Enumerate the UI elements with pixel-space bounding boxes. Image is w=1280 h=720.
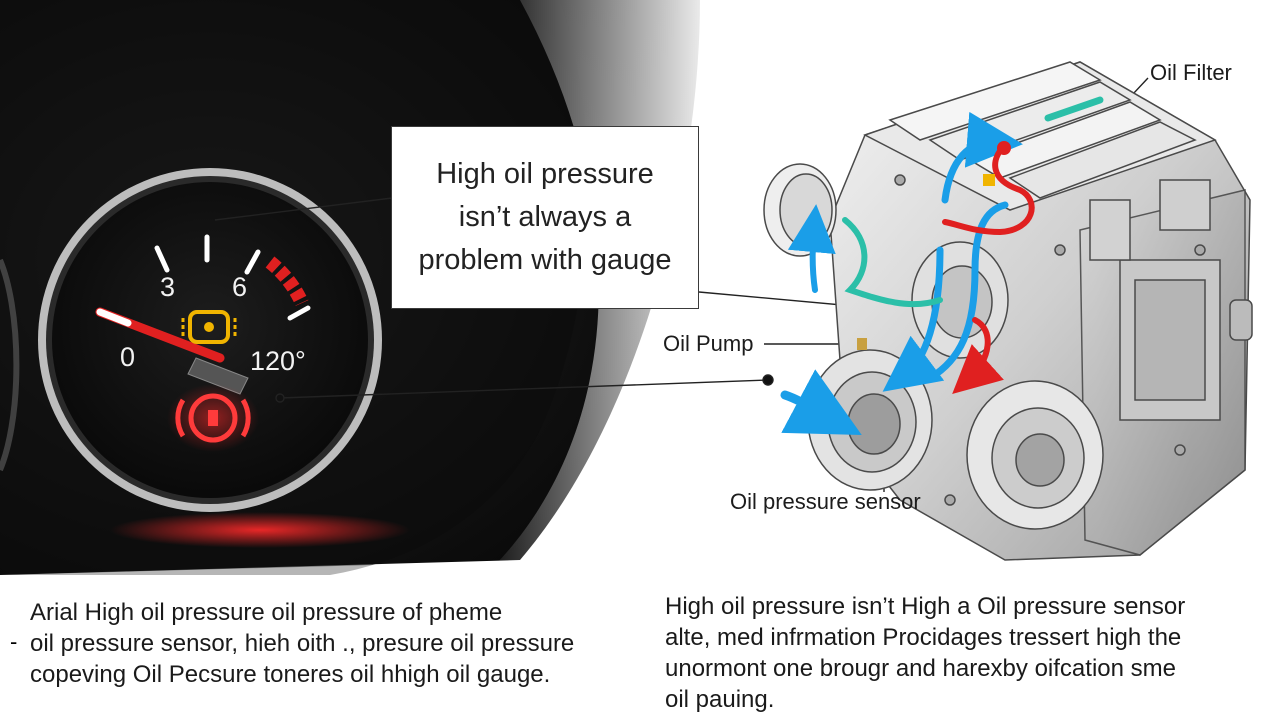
- caption-right-line: alte, med infrmation Procidages tressert…: [665, 624, 1182, 651]
- gauge-tick-6: 6: [232, 272, 247, 302]
- caption-right-line: oil pauing.: [665, 686, 775, 713]
- callout-text: High oil pressure isn’t always a problem…: [400, 153, 690, 282]
- callout-line: isn’t always a: [458, 201, 632, 233]
- gauge-tick-120: 120°: [250, 346, 306, 376]
- oil-filter-label: Oil Filter: [1150, 60, 1232, 85]
- brake-warning-red-icon: [167, 384, 259, 452]
- callout-box: High oil pressure isn’t always a problem…: [391, 126, 699, 309]
- oil-warning-amber-icon: [181, 310, 237, 344]
- caption-left-line: copeving Oil Pecsure toneres oil hhigh o…: [30, 661, 551, 688]
- engine-block-illustration: [763, 61, 1253, 561]
- gauge-tick-3: 3: [160, 272, 175, 302]
- caption-right-line: unormont one brougr and harexby oifcatio…: [665, 655, 1176, 682]
- callout-line: problem with gauge: [418, 244, 672, 276]
- oil-flow-lines: [780, 96, 1104, 435]
- oil-pressure-sensor-label: Oil pressure sensor: [730, 489, 921, 514]
- caption-left-line: oil pressure sensor, hieh oith ., presur…: [30, 630, 575, 657]
- callout-line: High oil pressure: [436, 158, 654, 190]
- caption-left: Arial High oil pressure oil pressure of …: [30, 597, 574, 690]
- oil-pump-label: Oil Pump: [663, 331, 754, 356]
- caption-left-line: Arial High oil pressure oil pressure of …: [30, 599, 503, 626]
- caption-left-marker: -: [10, 629, 18, 654]
- gauge-tick-0: 0: [120, 342, 135, 372]
- caption-right-line: High oil pressure isn’t High a Oil press…: [665, 593, 1186, 620]
- caption-right: High oil pressure isn’t High a Oil press…: [665, 591, 1185, 715]
- oil-pressure-gauge: 0 3 6 120°: [38, 168, 382, 512]
